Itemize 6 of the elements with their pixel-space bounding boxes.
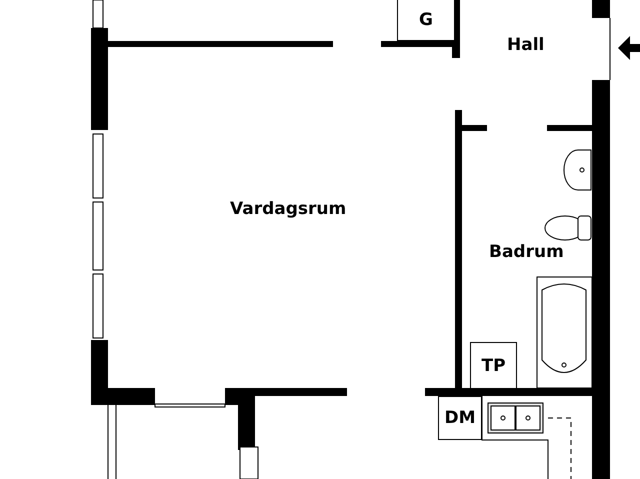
storage-closet: G bbox=[397, 0, 455, 41]
appliance-box: DM bbox=[438, 396, 482, 440]
room-label: Badrum bbox=[489, 242, 564, 262]
room-label: Hall bbox=[507, 35, 544, 55]
cabinet-box: TP bbox=[470, 342, 517, 389]
room-label: Vardagsrum bbox=[230, 199, 346, 219]
